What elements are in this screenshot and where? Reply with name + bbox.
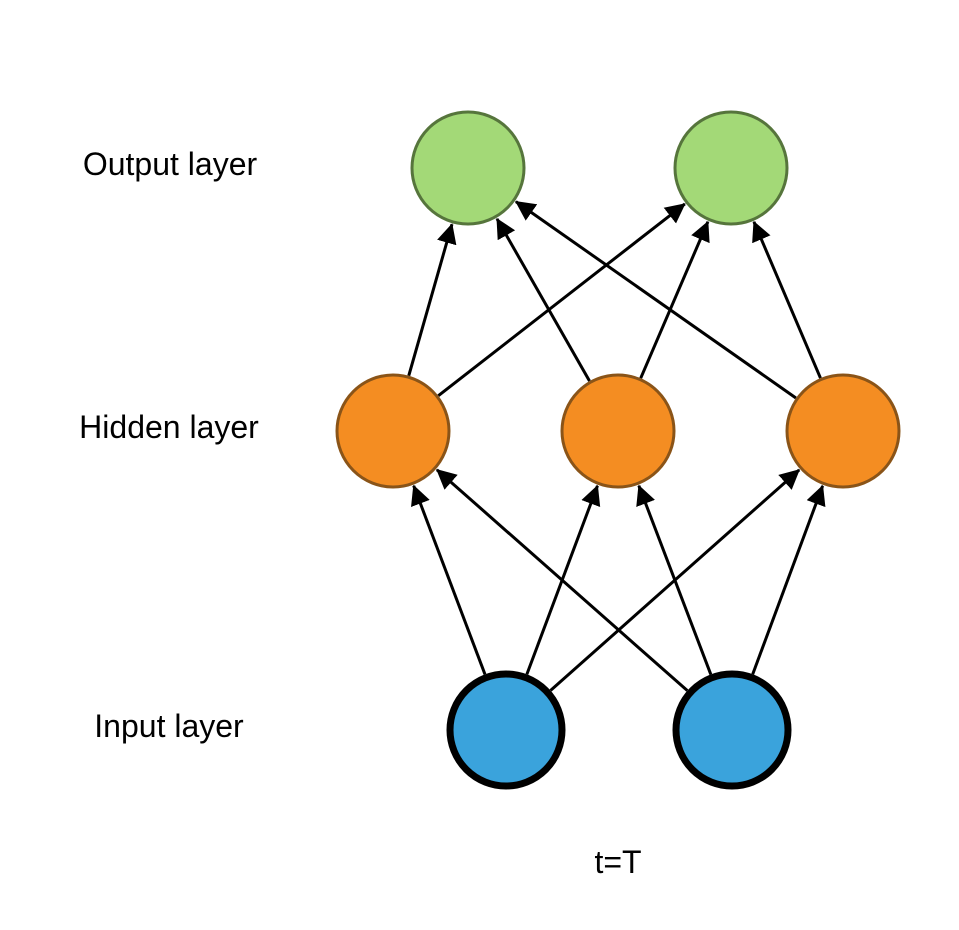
hidden-3-node [785,373,901,489]
output-2-node [673,110,789,226]
time-step-label: t=T [594,844,641,880]
edge-input-2-to-hidden-3 [751,484,826,675]
edge-hidden-1-to-output-2 [437,202,686,397]
hidden-layer-label: Hidden layer [79,409,259,445]
nodes [335,110,901,790]
edge-input-2-to-hidden-1 [435,468,689,692]
hidden-1-node [335,373,451,489]
edge-hidden-1-to-output-1 [407,223,457,377]
output-layer-label: Output layer [83,146,258,182]
output-1-node [410,110,526,226]
edge-hidden-3-to-output-1 [515,200,797,400]
input-2-node [672,670,792,790]
hidden-2-node [560,373,676,489]
edge-input-2-to-hidden-2 [636,484,713,675]
edge-hidden-2-to-output-1 [495,217,591,382]
edge-hidden-3-to-output-2 [752,220,822,379]
input-1-node [446,670,566,790]
edges [407,200,826,692]
input-layer-label: Input layer [94,708,244,744]
edge-input-1-to-hidden-1 [411,484,487,675]
edge-hidden-2-to-output-2 [639,220,710,379]
